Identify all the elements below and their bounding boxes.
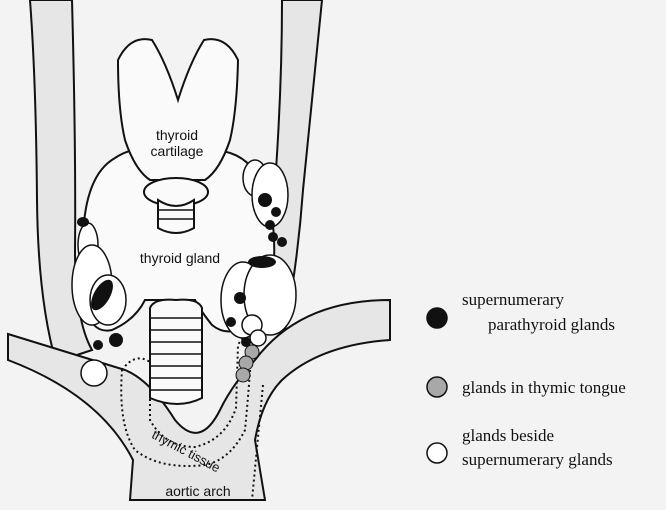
thyroid-cartilage-label-line1: thyroid	[156, 127, 198, 143]
legend-symbol-supernumerary	[427, 308, 447, 328]
cricoid-cartilage	[144, 178, 208, 206]
legend-label-beside-line2: supernumerary glands	[462, 450, 613, 469]
thyroid-gland-label: thyroid gland	[140, 250, 220, 266]
legend-label-supernumerary-line2: parathyroid glands	[488, 315, 615, 334]
legend: supernumerary parathyroid glands glands …	[427, 290, 626, 469]
lower-trachea	[150, 300, 202, 404]
aortic-arch-label: aortic arch	[165, 483, 230, 499]
legend-symbol-beside	[427, 443, 447, 463]
legend-label-supernumerary-line1: supernumerary	[462, 290, 564, 309]
thyroid-cartilage-label-line2: cartilage	[151, 143, 204, 159]
legend-label-thymic: glands in thymic tongue	[462, 378, 626, 397]
legend-symbol-thymic	[427, 377, 447, 397]
legend-label-beside-line1: glands beside	[462, 426, 554, 445]
